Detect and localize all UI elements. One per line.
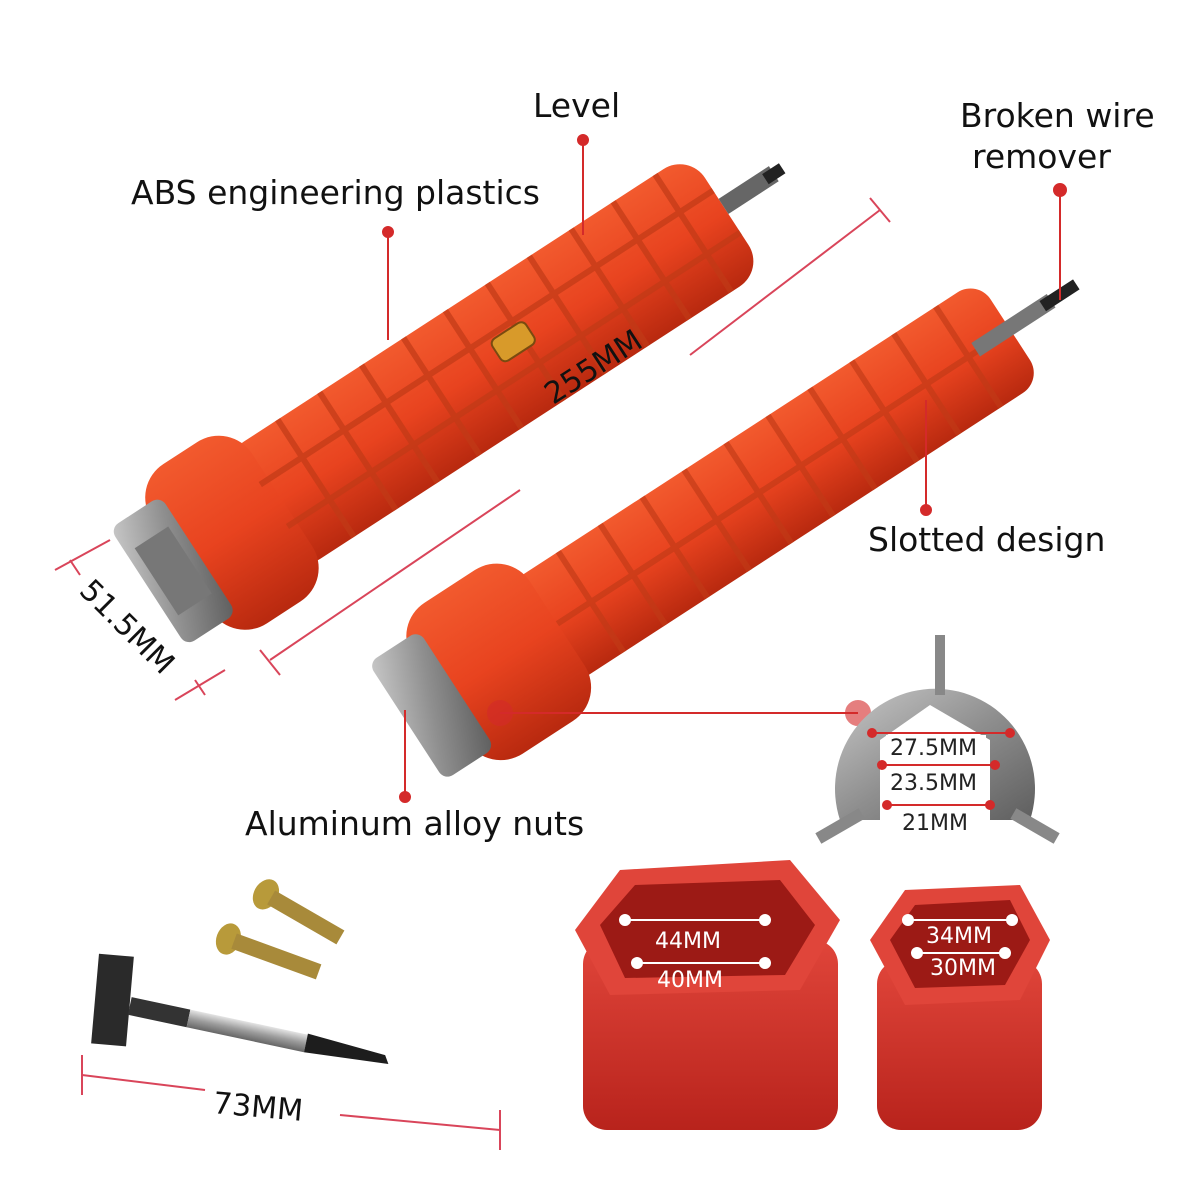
screws [215, 879, 345, 980]
small-adapter [870, 885, 1050, 1130]
small-adapter-dim-34: 34MM [926, 924, 992, 949]
aluminum-nut-detail [815, 635, 1060, 844]
large-adapter-dim-40: 40MM [657, 968, 723, 993]
nut-dim-27-5: 27.5MM [890, 736, 977, 761]
dimension-rod-lines [81, 1055, 501, 1150]
label-abs-plastics: ABS engineering plastics [131, 173, 540, 212]
dimension-length-lines [259, 197, 891, 676]
wrench-tool-top [113, 163, 786, 643]
dimension-diameter-lines [54, 539, 226, 701]
nut-dim-21: 21MM [902, 811, 968, 836]
label-broken-wire-line2: remover [972, 137, 1111, 176]
wire-remover-rod [91, 953, 389, 1065]
label-aluminum-nuts: Aluminum alloy nuts [245, 804, 585, 843]
callout-lines [382, 134, 1067, 803]
wrench-tool-bottom [372, 279, 1080, 777]
label-slotted-design: Slotted design [868, 520, 1106, 559]
label-broken-wire-line1: Broken wire [960, 96, 1155, 135]
nut-dim-23-5: 23.5MM [890, 771, 977, 796]
small-adapter-dim-30: 30MM [930, 956, 996, 981]
large-adapter-dim-44: 44MM [655, 929, 721, 954]
dimension-rod-length: 73MM [211, 1086, 305, 1129]
large-adapter [575, 860, 840, 1130]
label-level: Level [533, 86, 621, 125]
